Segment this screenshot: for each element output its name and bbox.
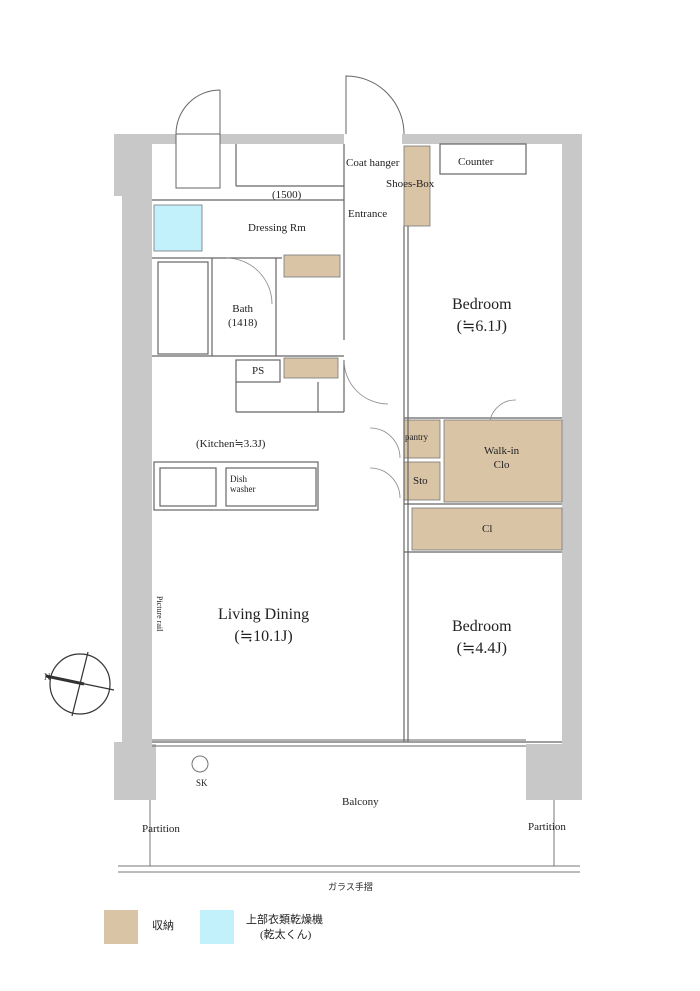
bath-label: Bath (1418) <box>228 302 257 330</box>
compass-icon <box>45 651 115 717</box>
legend-dryer-line2: (乾太くん) <box>260 929 312 941</box>
sk-label: SK <box>196 778 208 788</box>
storage-washer <box>283 357 339 379</box>
closet-label: Cl <box>482 523 493 535</box>
storage-areas <box>283 145 563 551</box>
legend-storage-label: 収納 <box>152 920 174 932</box>
legend-dryer-line1: 上部衣類乾燥機 <box>246 914 323 926</box>
partition-right-label: Partition <box>528 821 566 833</box>
door-swings <box>225 257 517 499</box>
interior-walls <box>152 143 562 743</box>
partition-left-label: Partition <box>142 823 180 835</box>
bedroom2-name: Bedroom <box>452 618 512 635</box>
storage-sto <box>403 461 441 501</box>
legend-dryer-label: 上部衣類乾燥機 (乾太くん) <box>246 913 323 943</box>
legend-storage-swatch <box>104 910 138 944</box>
shoes-box-label: Shoes-Box <box>386 178 435 190</box>
column-bottom-right <box>526 742 582 800</box>
pantry-label: pantry <box>405 432 428 442</box>
wall-right <box>562 134 582 746</box>
dish-washer-line2: washer <box>230 484 256 494</box>
column-bottom-left <box>114 742 156 800</box>
dressing-label: Dressing Rm <box>248 222 306 234</box>
bedroom1-name: Bedroom <box>452 296 512 313</box>
structural-walls <box>114 134 582 800</box>
bath-size: (1418) <box>228 317 258 329</box>
living-dining-area: (≒10.1J) <box>234 628 293 645</box>
storage-walk-in <box>443 419 563 503</box>
storage-shoes-box <box>403 145 431 227</box>
walk-in-label: Walk-in Clo <box>484 444 519 472</box>
ps-label: PS <box>252 365 265 377</box>
legend-dryer-swatch <box>200 910 234 944</box>
walk-in-line2: Clo <box>493 459 510 471</box>
compass-north-label: N <box>44 672 51 682</box>
wall-left <box>122 134 152 746</box>
top-porch <box>175 75 405 189</box>
bedroom1-label: Bedroom (≒6.1J) <box>452 294 512 338</box>
living-dining-name: Living Dining <box>218 606 310 623</box>
storage-label: Sto <box>413 475 428 487</box>
glass-handrail-label: ガラス手摺 <box>328 882 373 892</box>
kitchen-label: (Kitchen≒3.3J) <box>196 438 266 450</box>
dish-washer-line1: Dish <box>230 474 248 484</box>
balcony <box>118 755 580 873</box>
dryer-area <box>153 204 203 252</box>
storage-closet <box>411 507 563 551</box>
bedroom2-area: (≒4.4J) <box>456 640 507 657</box>
walk-in-line1: Walk-in <box>484 445 520 457</box>
coat-hanger-label: Coat hanger <box>346 157 400 169</box>
balcony-label: Balcony <box>342 796 379 808</box>
entrance-label: Entrance <box>348 208 388 220</box>
storage-dressing <box>283 254 341 278</box>
vanity-size-label: (1500) <box>272 189 302 201</box>
picture-rail-label: Picture rail <box>155 596 164 632</box>
bedroom1-area: (≒6.1J) <box>456 318 507 335</box>
dish-washer-label: Dish washer <box>230 474 256 494</box>
bath-name: Bath <box>232 303 254 315</box>
living-dining-label: Living Dining (≒10.1J) <box>218 604 309 648</box>
bedroom2-label: Bedroom (≒4.4J) <box>452 616 512 660</box>
counter-label: Counter <box>458 156 494 168</box>
